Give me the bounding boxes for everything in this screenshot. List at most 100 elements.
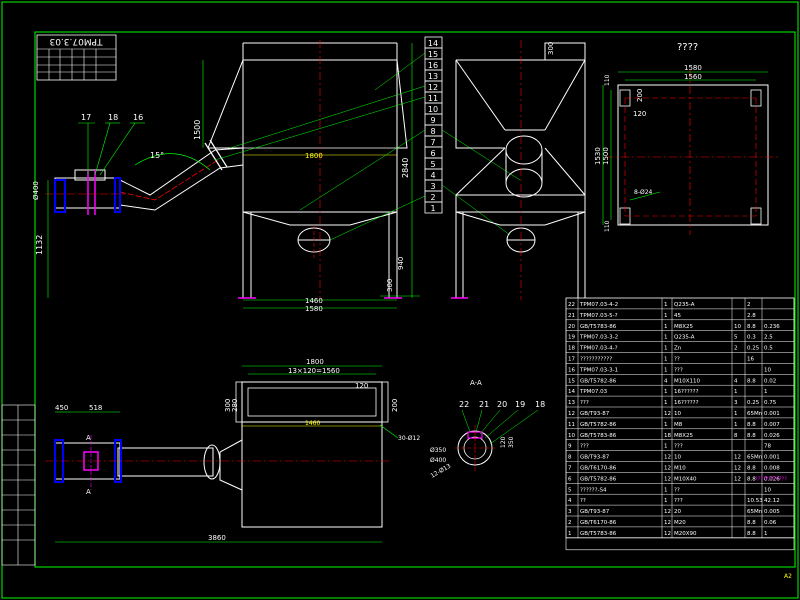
bom-cell: 8.8: [747, 476, 756, 482]
bom-cell: 12: [664, 466, 671, 472]
bom-cell: 0.005: [764, 509, 780, 515]
bom-cell: 14: [568, 389, 575, 395]
bom-cell: 1: [664, 487, 668, 493]
bom-cell: 0.06: [764, 520, 777, 526]
plan-dim-300: 300: [224, 399, 232, 412]
bom-cell: M8: [674, 422, 683, 428]
bom-cell: 1: [734, 411, 738, 417]
bom-cell: 2: [568, 520, 572, 526]
bom-cell: 9: [568, 444, 572, 450]
bom-cell: 22: [568, 302, 575, 308]
bom-cell: 18: [664, 433, 671, 439]
plan-dim-120: 120: [355, 382, 368, 390]
bom-cell: 12: [734, 476, 741, 482]
bom-cell: 8.8: [747, 324, 756, 330]
bom-cell: 10: [568, 433, 575, 439]
bom-cell: 1: [664, 313, 668, 319]
tp-dim-1500: 1500: [602, 147, 610, 165]
bom-cell: 1: [664, 444, 668, 450]
bom-cell: 10: [764, 487, 771, 493]
bom-cell: 1: [664, 335, 668, 341]
bom-cell: 4: [568, 498, 572, 504]
bom-cell: 2: [734, 346, 738, 352]
bom-cell: 11: [568, 422, 575, 428]
bom-cell: GB/T5782-86: [580, 476, 617, 482]
balloon-19: 19: [515, 400, 525, 409]
bom-cell: GB/T5783-86: [580, 324, 617, 330]
bom-cell: 0.236: [764, 324, 780, 330]
tp-dim-120: 120: [633, 110, 646, 118]
dim-940: 940: [397, 257, 405, 270]
plan-dim-518: 518: [89, 404, 102, 412]
bom-cell: GB/T93-87: [580, 411, 610, 417]
balloon-12: 12: [428, 83, 438, 92]
bom-cell: TPM07.03-5-?: [579, 313, 618, 319]
bom-cell: 20: [568, 324, 575, 330]
bom-cell: ???: [580, 444, 589, 450]
revision-block: [1, 404, 36, 566]
bom-cell: 18: [568, 346, 575, 352]
balloon-4: 4: [430, 171, 435, 180]
bom-cell: 12: [664, 520, 671, 526]
bom-cell: 65Mn: [747, 411, 763, 417]
bom-cell: 1: [664, 346, 668, 352]
top-plate-view: ???? 1580 1560 1530 1500 200 120 110 110…: [594, 42, 780, 235]
side-view: 300: [451, 40, 586, 300]
balloon-18: 18: [108, 113, 118, 122]
bom-cell: ??: [674, 487, 680, 493]
bom-cell: 1: [568, 531, 572, 537]
bom-cell: 8.8: [747, 531, 756, 537]
bom-cell: 4: [664, 378, 668, 384]
bom-cell: 1: [664, 389, 668, 395]
bom-cell: GB/T93-87: [580, 509, 610, 515]
dim-1460: 1460: [305, 297, 323, 305]
balloon-20: 20: [497, 400, 507, 409]
bom-cell: 42.12: [764, 498, 780, 504]
bom-cell: 1: [764, 531, 768, 537]
bom-cell: 2.5: [764, 335, 773, 341]
bom-cell: 1: [764, 389, 768, 395]
bom-cell: ???: [674, 444, 683, 450]
bom-cell: 1: [664, 357, 668, 363]
dim-1132: 1132: [35, 235, 44, 255]
bom-cell: 2: [747, 302, 751, 308]
tp-dim-110-top: 110: [604, 74, 611, 86]
bom-header-strip: [565, 537, 795, 551]
bom-cell: 3: [568, 509, 572, 515]
bom-cell: M20X90: [674, 531, 697, 537]
bom-cell: 8.8: [747, 422, 756, 428]
sec-dim-350: Ø350: [430, 447, 446, 454]
bom-cell: ???: [674, 498, 683, 504]
bom-cell: Q235-A: [674, 302, 695, 308]
bom-cell: TPM07.03: [579, 389, 608, 395]
bom-cell: 12: [664, 411, 671, 417]
balloon-7: 7: [430, 138, 435, 147]
balloon-14: 14: [428, 39, 438, 48]
bom-cell: ??: [580, 498, 586, 504]
top-plate-label: ????: [677, 42, 698, 53]
balloon-3: 3: [430, 182, 435, 191]
bom-cell: 65Mn: [747, 455, 763, 461]
balloon-22: 22: [459, 400, 469, 409]
bom-cell: 5: [568, 487, 572, 493]
bom-cell: 65Mn: [747, 509, 763, 515]
bom-cell: 8: [734, 433, 738, 439]
bom-cell: 1: [664, 498, 668, 504]
bom-cell: 19: [568, 335, 575, 341]
bom-cell: 0.001: [764, 455, 780, 461]
tp-dim-200: 200: [636, 89, 644, 102]
bom-cell: GB/T5782-86: [580, 422, 617, 428]
drawing-number: TPM07.3.03: [49, 36, 103, 46]
bom-cell: M8X25: [674, 433, 694, 439]
bom-cell: 10.53: [747, 498, 763, 504]
bom-cell: 17: [568, 357, 575, 363]
drawing-number-block: TPM07.3.03: [36, 34, 117, 81]
inner-border: [34, 31, 796, 568]
plan-dim-13x120: 13×120=1560: [288, 367, 340, 375]
dim-1500: 1500: [193, 120, 202, 140]
bom-cell: 8.8: [747, 466, 756, 472]
sec-dim-400: Ø400: [430, 457, 446, 464]
dim-1800-top: 1800: [305, 152, 323, 160]
plan-dim-3860: 3860: [208, 534, 226, 542]
